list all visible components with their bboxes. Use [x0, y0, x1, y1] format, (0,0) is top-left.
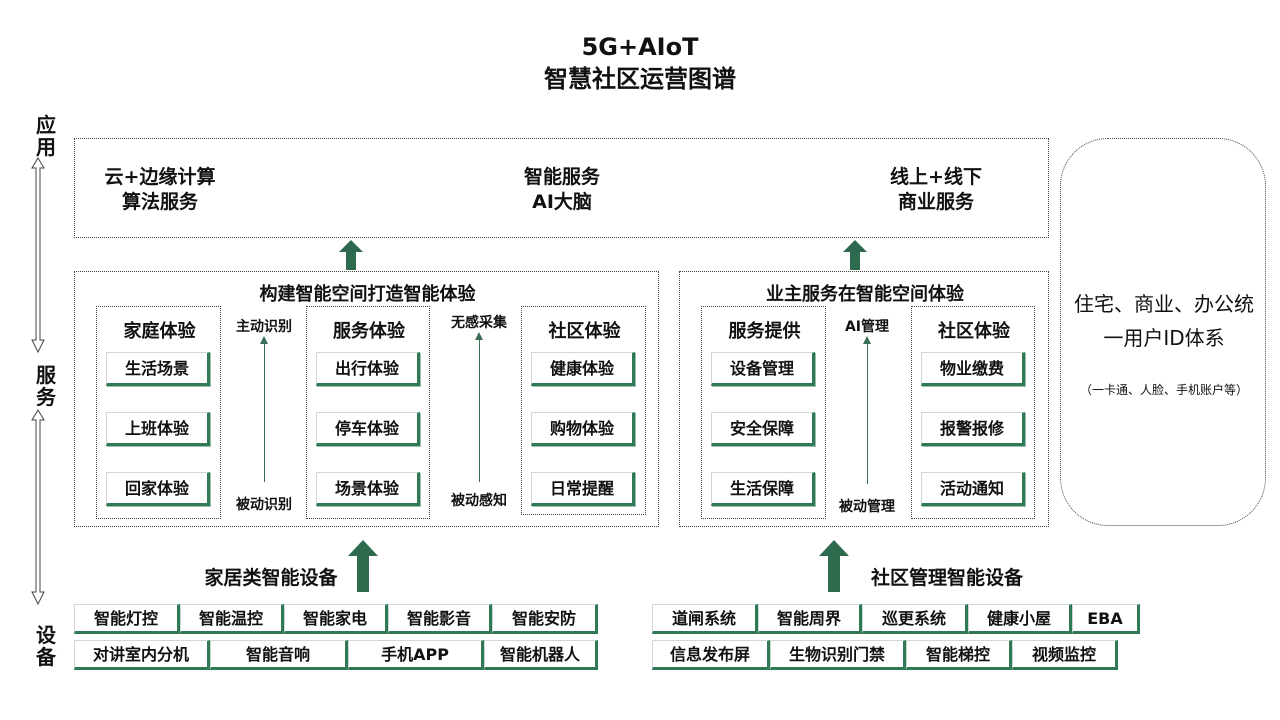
service-item[interactable]: 回家体验 [106, 472, 210, 506]
diagram-title-line2: 智慧社区运营图谱 [544, 65, 736, 93]
device-item[interactable]: 手机APP [348, 640, 484, 670]
side-label-application: 应用 [36, 113, 56, 159]
flow-top-label: 无感采集 [451, 315, 507, 331]
side-label-service: 服务 [36, 363, 56, 409]
section-title: 业主服务在智能空间体验 [766, 284, 964, 305]
double-arrow-icon [31, 409, 45, 606]
smart-space-section: 构建智能空间打造智能体验 家庭体验 生活场景 上班体验 回家体验 主动识别 被动… [74, 271, 659, 527]
service-item[interactable]: 报警报修 [921, 412, 1025, 446]
side-label-device: 设备 [36, 623, 56, 669]
arrow-up-icon [863, 336, 871, 344]
device-item[interactable]: 对讲室内分机 [74, 640, 210, 670]
column-title: 服务提供 [728, 321, 801, 342]
service-item[interactable]: 安全保障 [711, 412, 815, 446]
id-system-text: 住宅、商业、办公统 一用户ID体系 [1074, 292, 1254, 350]
column-title: 社区体验 [548, 321, 621, 342]
flow-bottom-label: 被动识别 [236, 497, 292, 513]
device-item[interactable]: 智能周界 [758, 604, 862, 634]
up-arrow-icon [843, 240, 867, 270]
column-service-experience: 服务体验 出行体验 停车体验 场景体验 [306, 306, 430, 519]
service-item[interactable]: 生活保障 [711, 472, 815, 506]
service-item[interactable]: 场景体验 [316, 472, 420, 506]
arrow-up-icon [260, 336, 268, 344]
home-devices-label: 家居类智能设备 [204, 567, 338, 589]
section-title: 构建智能空间打造智能体验 [259, 284, 476, 305]
flow-line [867, 342, 868, 484]
device-item[interactable]: 生物识别门禁 [770, 640, 906, 670]
axis-double-arrows [31, 157, 45, 606]
app-commerce-service: 线上+线下商业服务 [890, 166, 982, 213]
column-community-experience: 社区体验 健康体验 购物体验 日常提醒 [521, 306, 646, 515]
up-arrow-icon [819, 540, 849, 592]
flow-top-label: AI管理 [844, 319, 890, 335]
device-item[interactable]: 智能机器人 [484, 640, 598, 670]
column-service-provision: 服务提供 设备管理 安全保障 生活保障 [701, 306, 826, 519]
device-item[interactable]: 智能安防 [492, 604, 598, 634]
owner-service-section: 业主服务在智能空间体验 服务提供 设备管理 安全保障 生活保障 AI管理 被动管… [679, 271, 1049, 527]
service-item[interactable]: 购物体验 [531, 412, 635, 446]
up-arrow-icon [348, 540, 378, 592]
device-item[interactable]: 智能梯控 [906, 640, 1012, 670]
column-home-experience: 家庭体验 生活场景 上班体验 回家体验 [96, 306, 221, 519]
flow-top-label: 主动识别 [236, 319, 292, 335]
service-item[interactable]: 出行体验 [316, 352, 420, 386]
diagram-title-line1: 5G+AIoT [581, 33, 699, 61]
device-item[interactable]: 巡更系统 [862, 604, 968, 634]
device-item[interactable]: 健康小屋 [968, 604, 1072, 634]
device-item[interactable]: EBA [1072, 604, 1140, 634]
up-arrow-icon [339, 240, 363, 270]
user-id-system-panel: 住宅、商业、办公统 一用户ID体系 （一卡通、人脸、手机账户等） [1060, 138, 1266, 526]
device-item[interactable]: 信息发布屏 [652, 640, 770, 670]
flow-bottom-label: 被动感知 [451, 493, 507, 509]
service-item[interactable]: 日常提醒 [531, 472, 635, 506]
arrow-up-icon [475, 332, 483, 340]
community-devices-label: 社区管理智能设备 [870, 567, 1023, 589]
service-item[interactable]: 设备管理 [711, 352, 815, 386]
flow-line [479, 338, 480, 482]
service-item[interactable]: 健康体验 [531, 352, 635, 386]
device-item[interactable]: 智能家电 [284, 604, 388, 634]
app-edge-computing: 云+边缘计算算法服务 [104, 166, 216, 213]
service-item[interactable]: 物业缴费 [921, 352, 1025, 386]
column-title: 社区体验 [938, 321, 1010, 342]
device-item[interactable]: 视频监控 [1012, 640, 1118, 670]
flow-bottom-label: 被动管理 [839, 499, 895, 515]
double-arrow-icon [31, 157, 45, 354]
id-system-note: （一卡通、人脸、手机账户等） [1079, 383, 1248, 397]
column-title: 家庭体验 [123, 321, 196, 342]
device-item[interactable]: 智能灯控 [74, 604, 180, 634]
service-item[interactable]: 停车体验 [316, 412, 420, 446]
service-item[interactable]: 上班体验 [106, 412, 210, 446]
device-item[interactable]: 智能温控 [180, 604, 284, 634]
service-item[interactable]: 活动通知 [921, 472, 1025, 506]
flow-line [264, 342, 265, 482]
device-item[interactable]: 智能影音 [388, 604, 492, 634]
service-item[interactable]: 生活场景 [106, 352, 210, 386]
device-item[interactable]: 道闸系统 [652, 604, 758, 634]
device-item[interactable]: 智能音响 [210, 640, 348, 670]
column-title: 服务体验 [333, 321, 405, 342]
column-community-experience: 社区体验 物业缴费 报警报修 活动通知 [911, 306, 1035, 519]
